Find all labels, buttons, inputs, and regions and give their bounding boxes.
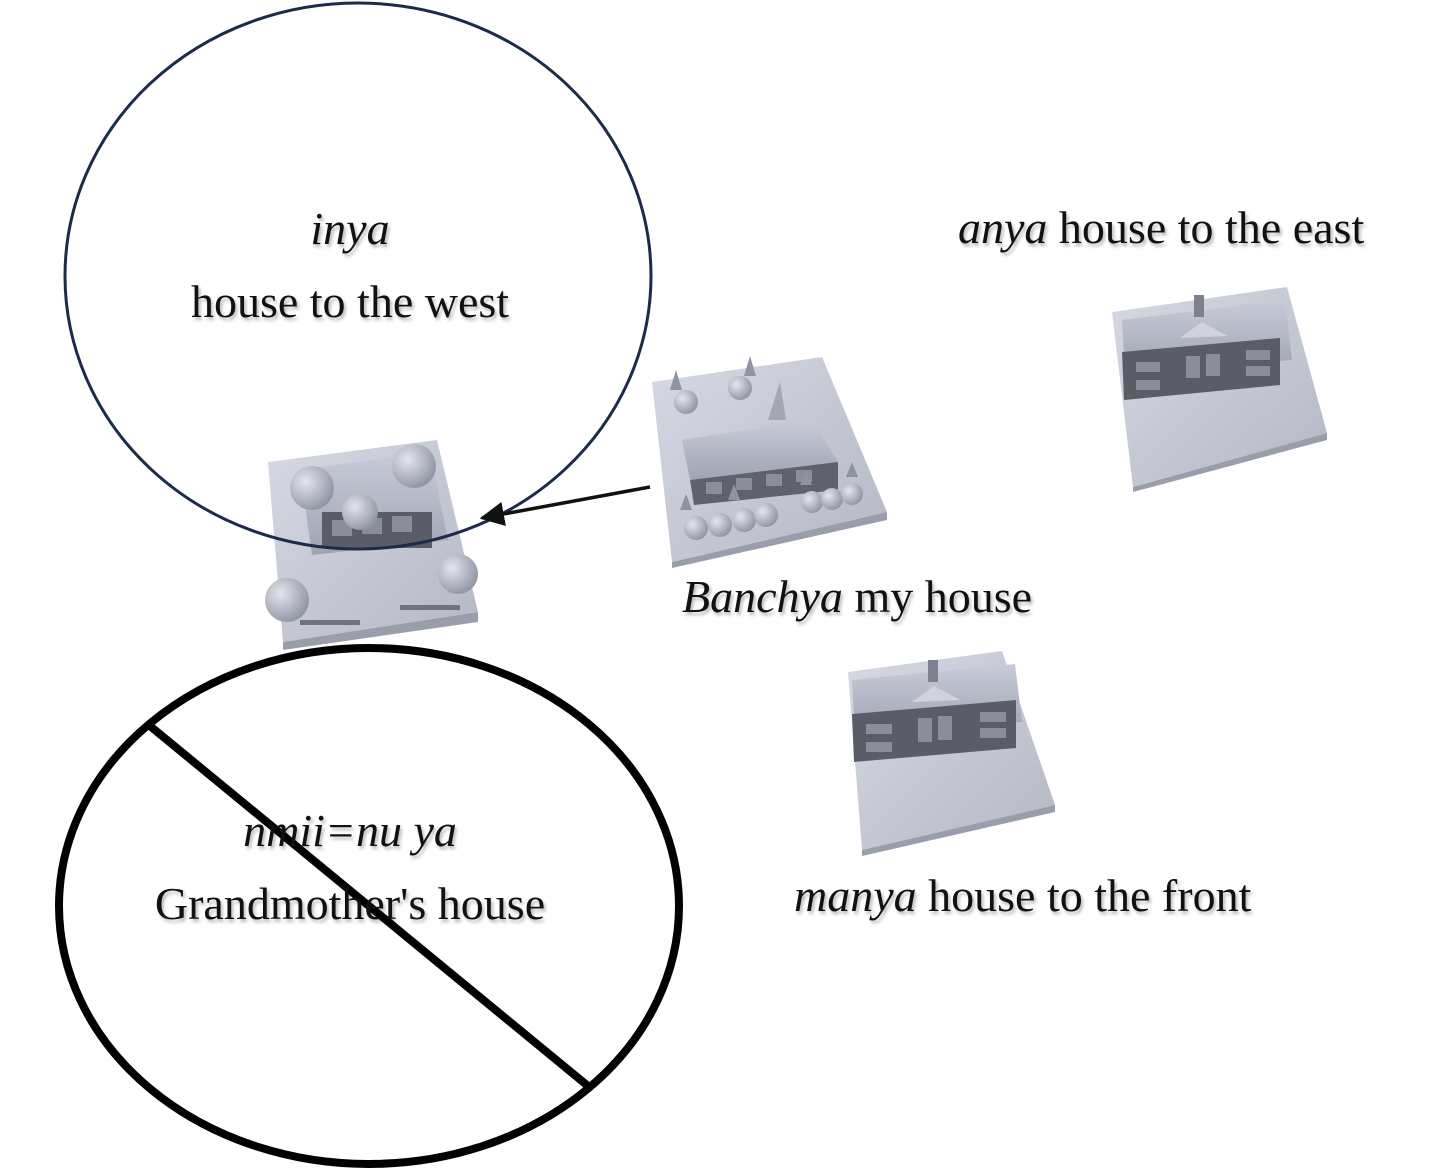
label-front: manya house to the front bbox=[794, 870, 1252, 922]
term-front: manya bbox=[794, 870, 917, 921]
term-west: inya bbox=[310, 203, 390, 254]
label-grandmother: nmii=nu ya Grandmother's house bbox=[90, 805, 610, 929]
label-mine: Banchya my house bbox=[682, 571, 1033, 623]
gloss-east: house to the east bbox=[1058, 202, 1365, 253]
arrow-left-icon bbox=[479, 485, 651, 527]
east-house-icon bbox=[1112, 287, 1327, 492]
west-house-icon bbox=[265, 440, 478, 650]
label-east: anya house to the east bbox=[958, 202, 1365, 254]
prohibition-circle-icon bbox=[55, 644, 683, 1168]
gloss-grandmother: Grandmother's house bbox=[154, 877, 546, 929]
gloss-west: house to the west bbox=[190, 275, 510, 327]
term-mine: Banchya bbox=[682, 571, 843, 622]
west-circle bbox=[63, 1, 653, 551]
label-west: inya house to the west bbox=[150, 203, 550, 327]
term-east: anya bbox=[958, 202, 1048, 253]
front-house-icon bbox=[848, 651, 1055, 856]
gloss-front: house to the front bbox=[928, 870, 1252, 921]
term-grandmother: nmii=nu ya bbox=[243, 805, 457, 856]
my-house-icon bbox=[652, 356, 887, 568]
gloss-mine: my house bbox=[854, 571, 1033, 622]
